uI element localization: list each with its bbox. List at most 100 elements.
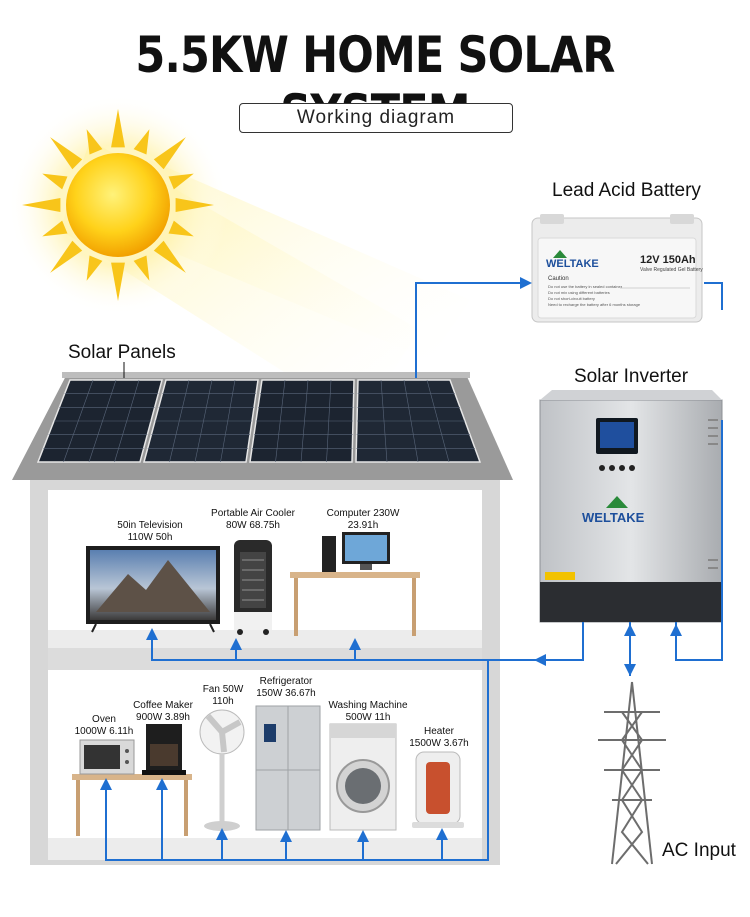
sun-ray [153,137,186,170]
power-tower-icon [598,681,666,865]
battery-caution-line: Do not use the battery in sealed contain… [548,284,623,289]
flow-arrow [216,828,228,840]
battery-caution-line: Do not short-circuit battery [548,296,595,301]
panel-cell-line [63,379,94,463]
flow-arrow [624,624,636,636]
heater-spec: 1500W 3.67h [409,738,469,749]
fan-spec: 110h [212,696,234,707]
oven-desk-icon [72,739,192,836]
flow-arrow [670,624,682,636]
sun-ray [50,240,83,273]
panel-cell-line [194,379,213,463]
fridge-spec: 150W 36.67h [256,688,316,699]
tv-spec: 110W 50h [127,532,173,543]
fan-name: Fan 50W [202,684,244,695]
wire-segment [105,660,489,861]
sun-ray [111,109,125,148]
oven-name: Oven [92,714,116,725]
battery-caution-line: Do not mix using different batteries [548,290,610,295]
flow-arrow [230,638,242,650]
subtitle-badge: Working diagram [239,103,513,133]
oven-label: Oven 1000W 6.11h [66,714,142,738]
air-cooler-icon [234,540,272,635]
fan-icon [199,709,245,831]
flow-arrow [436,828,448,840]
cooler-label: Portable Air Cooler 80W 68.75h [203,508,303,532]
inverter-brand: WELTAKE [582,510,645,525]
battery-label: Lead Acid Battery [552,180,701,201]
flow-arrows [100,277,682,842]
tv-name: 50in Television [117,520,183,531]
washer-spec: 500W 11h [345,712,391,723]
flow-arrow [520,277,532,289]
sun-icon [8,95,470,420]
coffee-spec: 900W 3.89h [136,712,190,723]
power-wiring [105,282,723,861]
heater-label: Heater 1500W 3.67h [404,726,474,750]
panel-cell-line [114,379,140,463]
solar-panels-label: Solar Panels [68,342,176,363]
computer-desk-icon [290,532,420,636]
wire-segment [151,622,584,661]
battery-icon [531,214,703,323]
sun-ray [111,262,125,301]
flow-arrow [280,830,292,842]
flow-arrow [357,830,369,842]
coffee-label: Coffee Maker 900W 3.89h [128,700,198,724]
panel-cell-line [169,379,190,463]
flow-arrow [534,654,546,666]
battery-brand: WELTAKE [546,258,599,270]
sun-ray [133,255,150,281]
flow-arrow [156,778,168,790]
panel-cell-line [220,379,236,463]
flow-arrow [624,664,636,676]
heater-icon [412,751,464,828]
wire-segment [704,282,723,310]
fridge-name: Refrigerator [259,676,313,687]
panel-cell-line [326,379,332,463]
sun-ray [42,173,68,190]
battery-type: Valve Regulated Gel Battery [640,267,703,273]
computer-spec: 23.91h [347,520,379,531]
panel-cell-line [88,379,117,463]
sun-ray [42,220,68,237]
panel-cell-line [380,379,388,463]
coffee-maker-icon [142,724,186,775]
flow-arrow [146,628,158,640]
panel-cell-line [300,379,309,463]
ac-input-label: AC Input [662,840,736,861]
battery-spec: 12V 150Ah [640,254,696,266]
battery-caution-list: Do not use the battery in sealed contain… [548,284,640,308]
sun-ray [133,129,150,155]
washing-machine-icon [329,723,397,831]
fan-label: Fan 50W 110h [196,684,250,708]
battery-caution-line: Need to recharge the battery after 6 mon… [548,302,641,307]
tv-label: 50in Television 110W 50h [100,520,200,544]
sun-ray [22,198,61,212]
battery-caution-title: Caution [548,276,569,282]
tv-icon [86,546,220,633]
sun-ray [86,255,103,281]
sun-ray [153,240,186,273]
washer-label: Washing Machine 500W 11h [326,700,410,724]
computer-label: Computer 230W 23.91h [318,508,408,532]
panel-cell-line [275,379,286,463]
washer-name: Washing Machine [328,700,408,711]
refrigerator-icon [255,705,321,831]
inverter-label: Solar Inverter [574,366,689,387]
heater-name: Heater [423,726,454,737]
cooler-name: Portable Air Cooler [211,508,295,519]
sun-ray [168,220,194,237]
panel-cell-line [403,379,419,463]
cooler-spec: 80W 68.75h [226,520,280,531]
flow-arrow [349,638,361,650]
wire-segment [675,420,723,661]
oven-spec: 1000W 6.11h [74,726,134,737]
sun-ray [168,173,194,190]
solar-panels [12,372,513,480]
panel-cell-line [426,379,450,463]
flow-arrow [100,778,112,790]
sun-ray [50,137,83,170]
inverter-icon [539,390,723,623]
